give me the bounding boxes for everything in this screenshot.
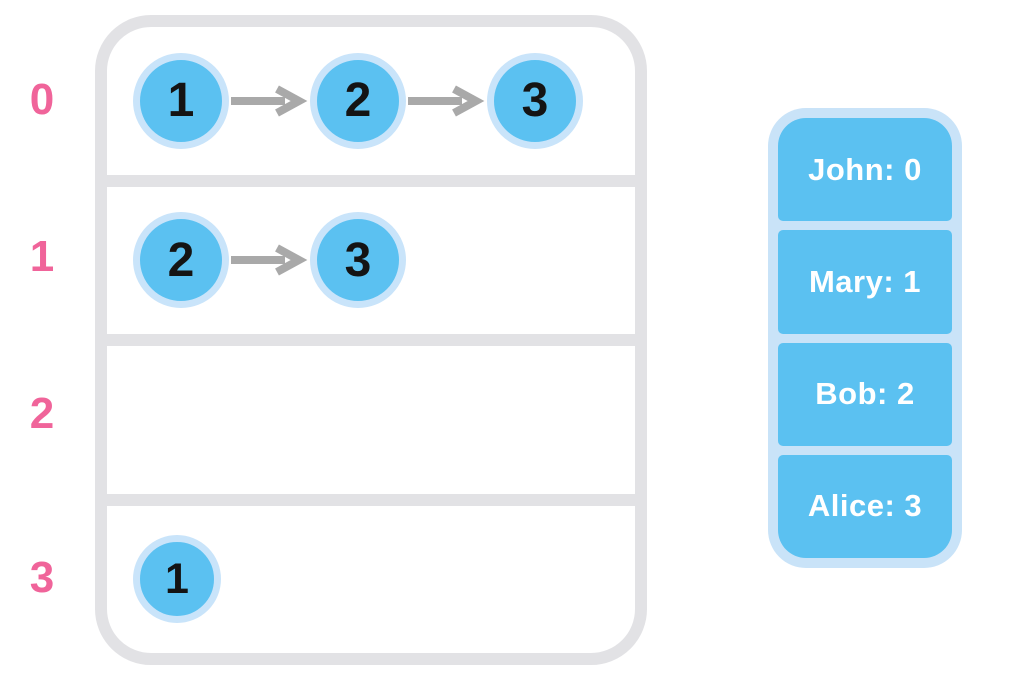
legend-entry: John: 0 <box>778 118 952 222</box>
arrow-right-icon <box>231 85 308 117</box>
list-node: 2 <box>310 52 406 149</box>
bucket-index-1: 1 <box>29 232 55 281</box>
row-divider <box>107 334 635 346</box>
legend-entry: Mary: 1 <box>778 230 952 334</box>
list-node: 1 <box>133 535 221 624</box>
row-divider <box>107 493 635 506</box>
bucket-row-0: 1 2 3 <box>107 27 635 175</box>
hash-map-legend: John: 0 Mary: 1 Bob: 2 Alice: 3 <box>768 108 962 568</box>
legend-entry: Alice: 3 <box>778 454 952 558</box>
list-node: 2 <box>133 212 229 309</box>
list-node: 3 <box>310 212 406 309</box>
bucket-table: 1 2 3 2 3 1 <box>95 15 647 665</box>
list-node: 3 <box>487 52 583 149</box>
bucket-row-2 <box>107 346 635 494</box>
bucket-row-3: 1 <box>107 506 635 654</box>
arrow-right-icon <box>408 85 485 117</box>
bucket-index-0: 0 <box>29 75 55 124</box>
bucket-row-1: 2 3 <box>107 187 635 335</box>
bucket-index-2: 2 <box>29 389 55 438</box>
arrow-right-icon <box>231 244 308 276</box>
bucket-index-3: 3 <box>29 553 55 602</box>
list-node: 1 <box>133 52 229 149</box>
legend-entry: Bob: 2 <box>778 342 952 446</box>
row-divider <box>107 174 635 187</box>
